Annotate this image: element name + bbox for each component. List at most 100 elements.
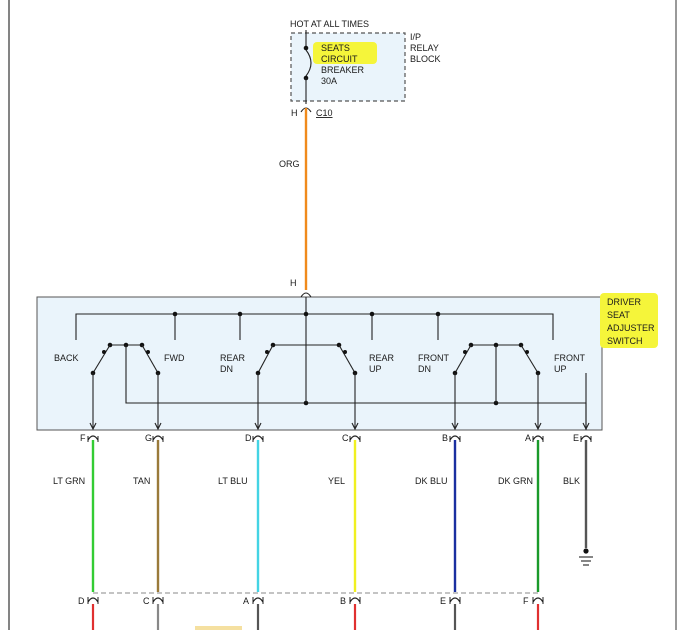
bottom-connector-symbol <box>532 597 544 603</box>
bus-junction <box>369 311 375 317</box>
switch-contact <box>525 350 529 354</box>
top-pin-label: D <box>245 433 252 443</box>
relay-block-line: I/P <box>410 32 421 42</box>
lead-arrow <box>351 422 359 431</box>
top-connector-symbol <box>449 435 461 441</box>
wire-color-label: DK GRN <box>498 476 533 486</box>
bottom-connector-tick <box>87 597 99 604</box>
switch-power-bus <box>75 313 554 340</box>
top-connector-symbol <box>87 435 99 441</box>
wire-color-label: LT BLU <box>218 476 248 486</box>
switch-label-line: REAR <box>220 353 246 363</box>
wire-color-label: DK BLU <box>415 476 448 486</box>
breaker-label: SEATS CIRCUIT BREAKER 30A <box>321 43 367 86</box>
top-pin-label: A <box>525 433 531 443</box>
top-pin-label: E <box>573 433 579 443</box>
breaker-highlight <box>313 42 377 64</box>
lower-remnant-bar <box>195 626 242 630</box>
top-connector-tick <box>349 436 361 442</box>
switch-contact <box>146 350 150 354</box>
switch-title: DRIVER SEAT ADJUSTER SWITCH <box>607 297 657 346</box>
switch-contact <box>265 350 269 354</box>
bottom-connector-tick <box>449 597 461 604</box>
relay-block-line: RELAY <box>410 43 439 53</box>
lead-arrow <box>451 422 459 431</box>
top-connector-tick <box>152 436 164 442</box>
ground-junction <box>583 548 589 554</box>
top-pin-label: F <box>80 433 86 443</box>
bus-junction <box>303 311 309 317</box>
top-connector-symbol <box>580 435 592 441</box>
top-connector-tick <box>449 436 461 442</box>
switch-label-rear-up: REAR UP <box>369 353 397 374</box>
top-connector-symbol <box>532 435 544 441</box>
breaker-element <box>305 49 312 77</box>
bottom-connector-tick <box>532 597 544 604</box>
bus-junction <box>172 311 178 317</box>
switch-contact <box>463 350 467 354</box>
lead-arrow <box>89 422 97 431</box>
lead-arrow <box>154 422 162 431</box>
switch-input-connector <box>300 292 312 298</box>
switch-input-pin-label: H <box>290 278 297 288</box>
switch-label-line: REAR <box>369 353 395 363</box>
switch-label-front-up: FRONT UP <box>554 353 587 374</box>
breaker-line: CIRCUIT <box>321 54 358 64</box>
top-connector-symbol <box>349 435 361 441</box>
bottom-connector-symbol <box>152 597 164 603</box>
c10-connector-label: C10 <box>316 108 333 118</box>
wire-color-label: BLK <box>563 476 580 486</box>
switch-label-line: DN <box>220 364 233 374</box>
bottom-pin-label: A <box>243 596 249 606</box>
top-connector-tick <box>252 436 264 442</box>
breaker-line: 30A <box>321 76 337 86</box>
top-pin-label: B <box>442 433 448 443</box>
switch-label-line: BACK <box>54 353 79 363</box>
top-pin-label: C <box>342 433 349 443</box>
top-connector-tick <box>532 436 544 442</box>
switch-contact <box>102 350 106 354</box>
switch-label-rear-dn: REAR DN <box>220 353 248 374</box>
switch-label-line: FRONT <box>554 353 585 363</box>
feed-wire-color-label: ORG <box>279 159 300 169</box>
bottom-connector-tick <box>252 597 264 604</box>
front-dn-switch-blade <box>454 344 472 374</box>
bottom-connector-symbol <box>252 597 264 603</box>
rear-dn-switch-blade <box>257 344 274 374</box>
bottom-connector-symbol <box>87 597 99 603</box>
bottom-connector-tick <box>152 597 164 604</box>
c10-pin-label: H <box>291 108 298 118</box>
wire-color-label: LT GRN <box>53 476 85 486</box>
rear-up-switch-blade <box>338 344 356 374</box>
top-connector-tick <box>580 436 592 442</box>
wire-color-label: TAN <box>133 476 150 486</box>
bottom-pin-label: D <box>78 596 85 606</box>
back-switch-blade <box>92 344 111 374</box>
switch-title-line: DRIVER <box>607 297 642 307</box>
switch-title-line: SEAT <box>607 310 630 320</box>
bottom-pin-label: C <box>143 596 150 606</box>
switch-label-line: DN <box>418 364 431 374</box>
relay-block-label: I/P RELAY BLOCK <box>410 32 441 64</box>
power-label: HOT AT ALL TIMES <box>290 19 369 29</box>
top-connector-tick <box>87 436 99 442</box>
bottom-connector-symbol <box>349 597 361 603</box>
lead-arrow <box>582 422 590 431</box>
wire-color-label: YEL <box>328 476 345 486</box>
switch-contact <box>343 350 347 354</box>
switch-title-line: ADJUSTER <box>607 323 655 333</box>
lead-arrow <box>534 422 542 431</box>
switch-title-highlight <box>600 293 658 348</box>
switch-label-line: UP <box>369 364 382 374</box>
bottom-pin-label: B <box>340 596 346 606</box>
bus-junction <box>237 311 243 317</box>
breaker-terminal-top <box>303 45 309 51</box>
relay-block-line: BLOCK <box>410 54 441 64</box>
switch-label-line: FWD <box>164 353 185 363</box>
bottom-pin-label: E <box>440 596 446 606</box>
top-connector-symbol <box>252 435 264 441</box>
switch-label-line: FRONT <box>418 353 449 363</box>
switch-label-front-dn: FRONT DN <box>418 353 451 374</box>
bottom-connector-symbol <box>449 597 461 603</box>
